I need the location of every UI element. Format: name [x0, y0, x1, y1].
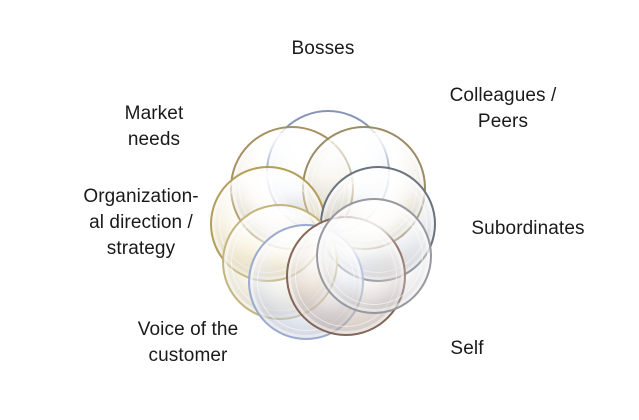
circle-inner-ring [324, 206, 424, 306]
label-colleagues-peers: Colleagues / Peers [449, 85, 557, 132]
label-market-needs: Market needs [124, 103, 184, 150]
circle-right-silver [316, 198, 432, 314]
label-self: Self [450, 338, 484, 359]
label-subordinates: Subordinates [471, 218, 585, 239]
circle-gloss-highlight [333, 203, 415, 244]
label-organizational-direction-strategy: Organization- al direction / strategy [83, 186, 199, 259]
label-voice-of-the-customer: Voice of the customer [137, 319, 239, 366]
label-bosses: Bosses [291, 38, 355, 59]
